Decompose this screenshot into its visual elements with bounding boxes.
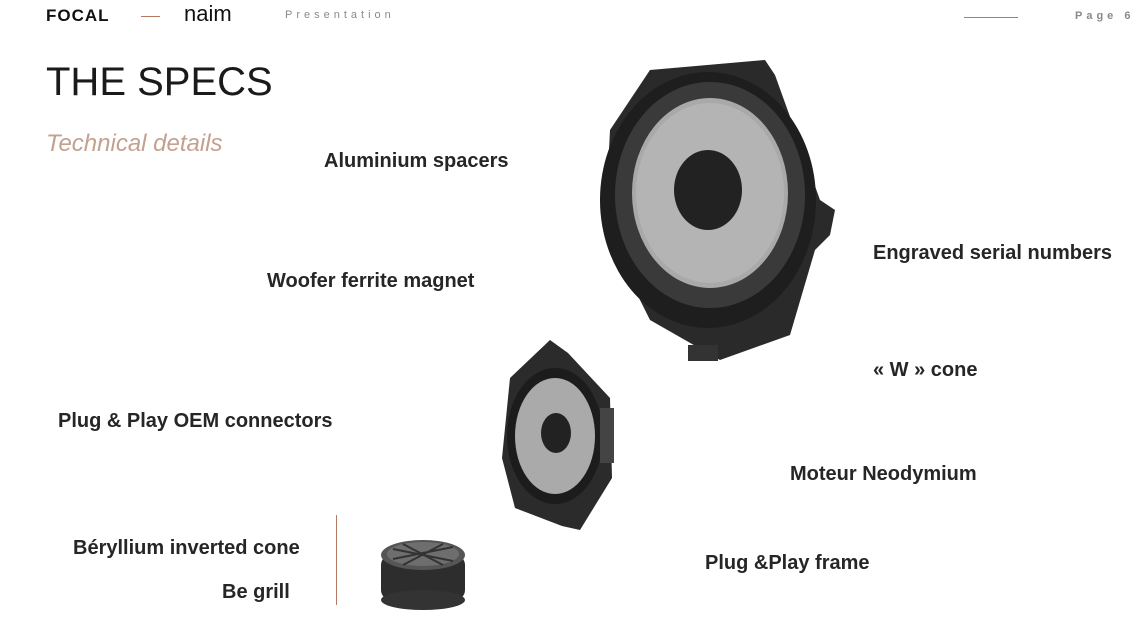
feature-be-grill: Be grill xyxy=(222,581,290,603)
feature-w-cone: « W » cone xyxy=(873,359,978,381)
feature-aluminium-spacers: Aluminium spacers xyxy=(324,150,509,172)
logo-divider xyxy=(141,16,160,17)
feature-oem-connectors: Plug & Play OEM connectors xyxy=(58,410,333,432)
focal-logo: FOCAL xyxy=(46,6,110,25)
feature-beryllium-cone: Béryllium inverted cone xyxy=(73,537,300,559)
section-label: Presentation xyxy=(285,9,395,21)
feature-serial-numbers: Engraved serial numbers xyxy=(873,242,1112,264)
feature-plug-play-frame: Plug &Play frame xyxy=(705,552,870,574)
tweeter-divider xyxy=(336,515,337,605)
naim-logo: naim xyxy=(184,1,232,26)
header-divider xyxy=(964,17,1018,18)
page-subtitle: Technical details xyxy=(46,130,223,157)
page-title: THE SPECS xyxy=(46,60,273,104)
page-number: Page 6 xyxy=(1075,10,1135,22)
midrange-image xyxy=(502,340,614,530)
woofer-image xyxy=(600,60,835,361)
feature-neodymium: Moteur Neodymium xyxy=(790,463,977,485)
feature-ferrite-magnet: Woofer ferrite magnet xyxy=(267,270,475,292)
tweeter-image xyxy=(381,540,465,610)
